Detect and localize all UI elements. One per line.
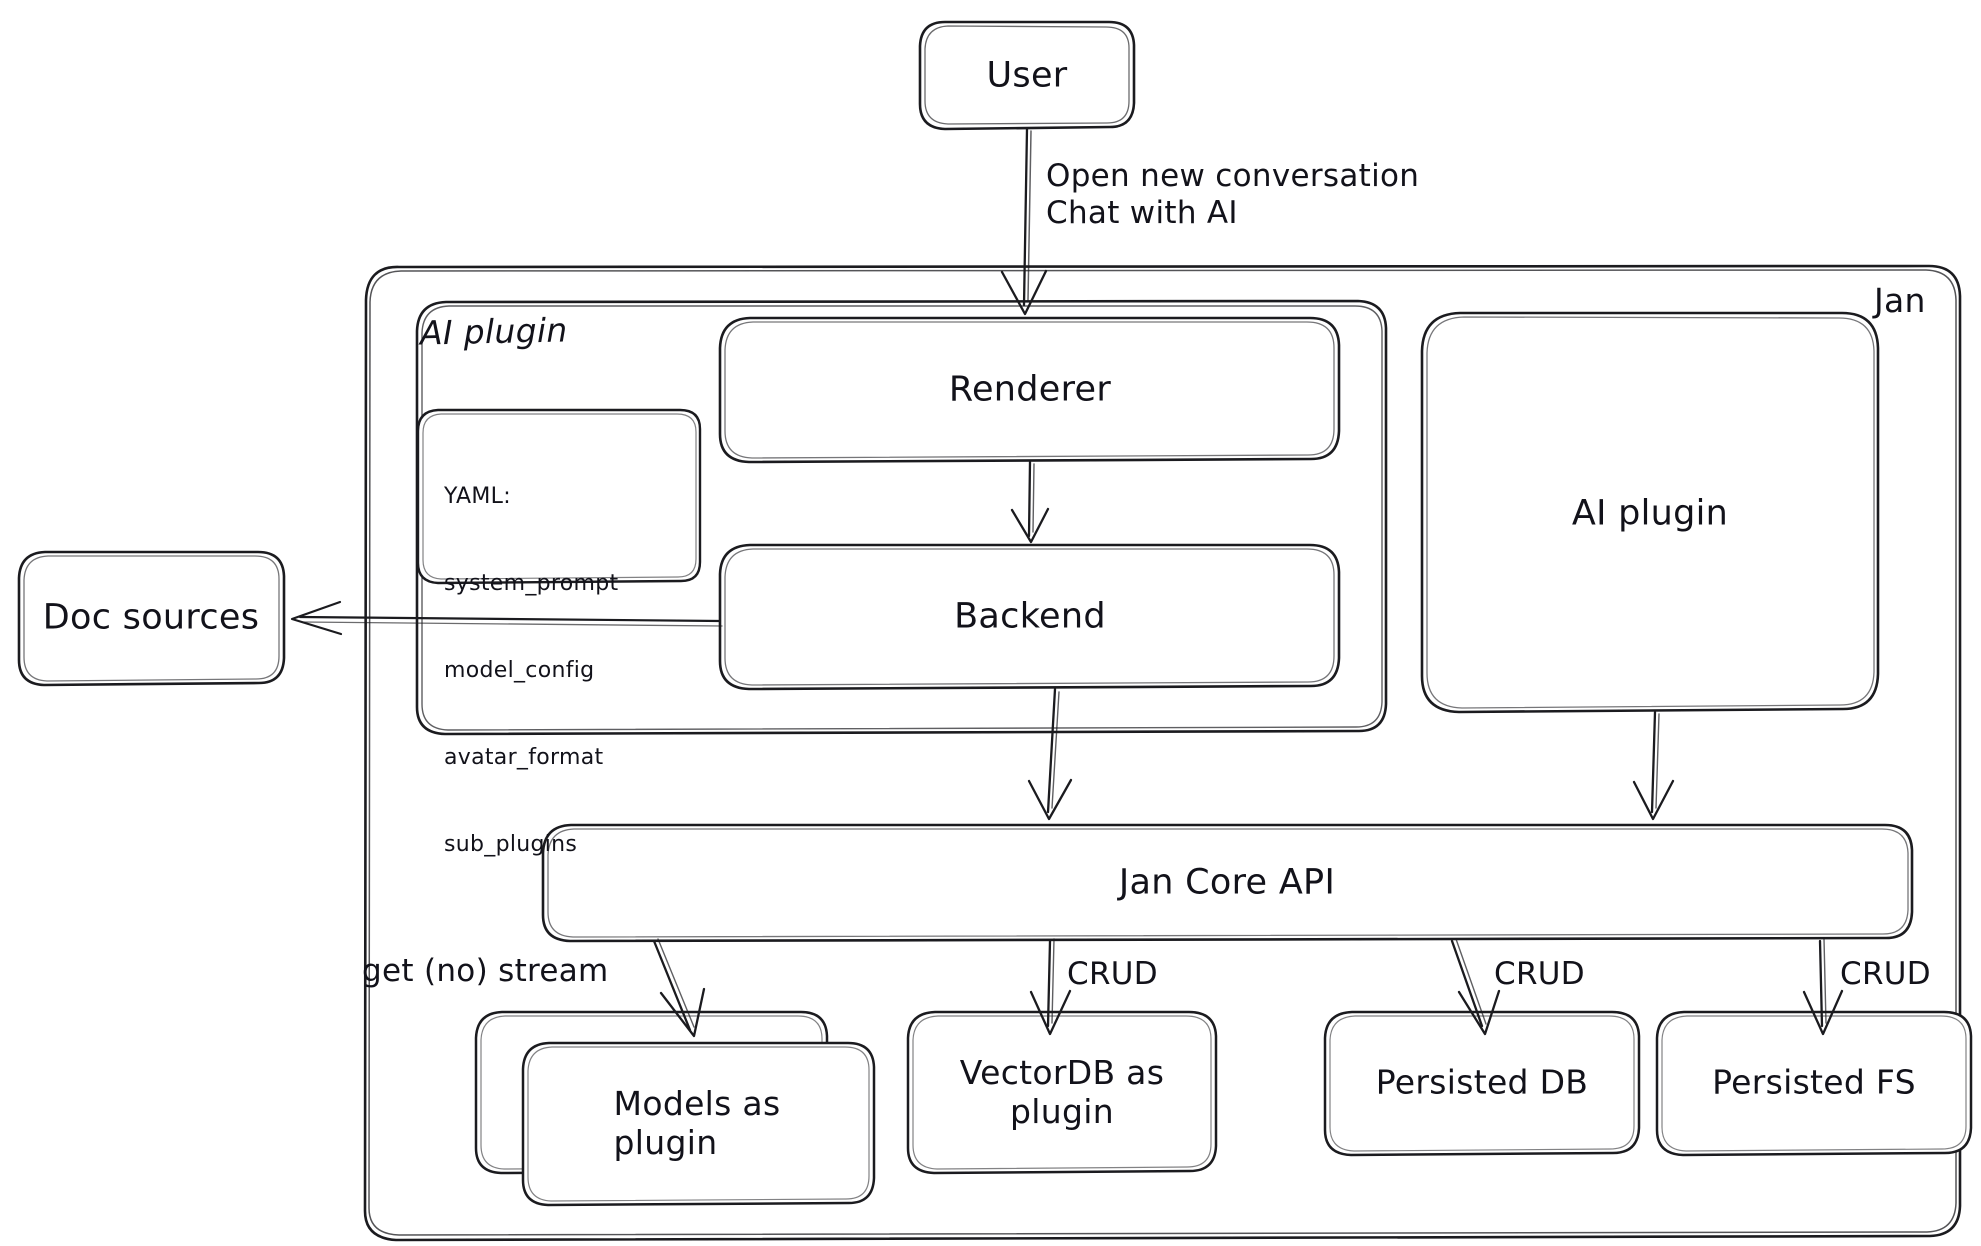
node-label-jan-core-api: Jan Core API <box>1118 862 1336 903</box>
node-label-backend: Backend <box>954 596 1106 637</box>
node-label-persisted-fs: Persisted FS <box>1712 1062 1916 1102</box>
node-vectordb-as-plugin-shape <box>906 1010 1218 1175</box>
edge-core-to-vectordb <box>1029 938 1072 1036</box>
node-label-vectordb-as-plugin: VectorDB as plugin <box>959 1053 1165 1131</box>
edge-label-crud-persisted-db: CRUD <box>1494 956 1585 992</box>
edge-core-to-persisted-db <box>1450 938 1501 1036</box>
yaml-card-item-3: sub_plugins <box>444 832 578 858</box>
edge-label-crud-vectordb: CRUD <box>1067 956 1158 992</box>
node-doc-sources-shape <box>17 550 286 687</box>
edge-label-get-no-stream: get (no) stream <box>362 953 609 989</box>
container-label-ai-plugin-group: AI plugin <box>419 310 568 353</box>
yaml-card-item-2: avatar_format <box>444 745 604 771</box>
node-label-user: User <box>986 55 1068 96</box>
node-backend-shape <box>718 543 1341 691</box>
container-jan-shape <box>363 264 1962 1242</box>
edge-core-to-models <box>652 938 706 1038</box>
node-label-persisted-db: Persisted DB <box>1375 1062 1589 1102</box>
node-models-as-plugin-shape-front <box>521 1041 876 1207</box>
edge-ai-plugin-to-core <box>1632 710 1675 821</box>
node-label-ai-plugin-right: AI plugin <box>1571 493 1729 534</box>
node-jan-core-api-shape <box>541 823 1914 943</box>
edge-label-crud-persisted-fs: CRUD <box>1840 956 1931 992</box>
node-label-doc-sources: Doc sources <box>42 597 260 638</box>
yaml-card-item-1: model_config <box>444 658 595 684</box>
edge-renderer-to-backend <box>1010 460 1050 544</box>
node-persisted-db-shape <box>1323 1010 1641 1157</box>
container-label-jan: Jan <box>1874 281 1926 320</box>
node-user-shape <box>918 20 1136 131</box>
edge-backend-to-core <box>1027 687 1073 821</box>
edge-backend-to-doc-sources <box>290 600 723 636</box>
node-persisted-fs-shape <box>1655 1010 1973 1157</box>
edge-label-open-new-conversation: Open new conversation Chat with AI <box>1046 158 1420 231</box>
node-yaml-card-shape <box>416 408 702 585</box>
yaml-card-item-0: system_prompt <box>444 571 619 597</box>
edge-core-to-persisted-fs <box>1802 938 1844 1036</box>
yaml-card-header: YAML: <box>444 484 511 510</box>
node-label-models-as-plugin: Models as plugin <box>613 1084 781 1162</box>
yaml-card-content: YAML: system_prompt model_config avatar_… <box>444 424 618 918</box>
edge-user-to-renderer <box>1000 127 1048 316</box>
node-label-renderer: Renderer <box>948 369 1112 410</box>
node-renderer-shape <box>718 316 1341 464</box>
container-ai-plugin-group-shape <box>415 299 1388 736</box>
node-ai-plugin-right-shape <box>1420 311 1880 714</box>
